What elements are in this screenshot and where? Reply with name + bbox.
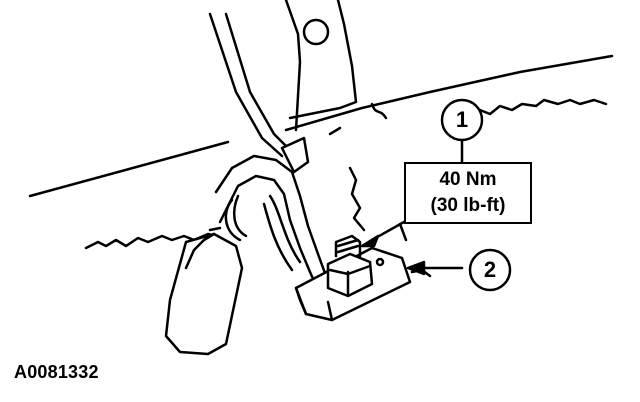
figure-id: A0081332 [14,362,99,382]
seat-side-panel [284,0,358,132]
callout-leaders [360,136,464,276]
callout-circle-2 [468,248,512,292]
torque-imperial: (30 lb-ft) [430,195,506,216]
arrowhead-1 [360,234,380,248]
arrowhead-2 [406,260,426,276]
callout-circle-1 [440,98,484,142]
floor-panel [28,54,614,278]
anchor-nut [326,234,374,298]
torque-spec-box: 40 Nm (30 lb-ft) [404,162,532,224]
buckle-cable [214,154,328,292]
buckle-body [164,232,244,356]
seat-belt-webbing [208,12,310,174]
torque-metric: 40 Nm [439,169,497,190]
mounting-hole [302,18,330,46]
callout-number-2: 2 [483,257,497,282]
callout-number-1: 1 [455,107,469,132]
